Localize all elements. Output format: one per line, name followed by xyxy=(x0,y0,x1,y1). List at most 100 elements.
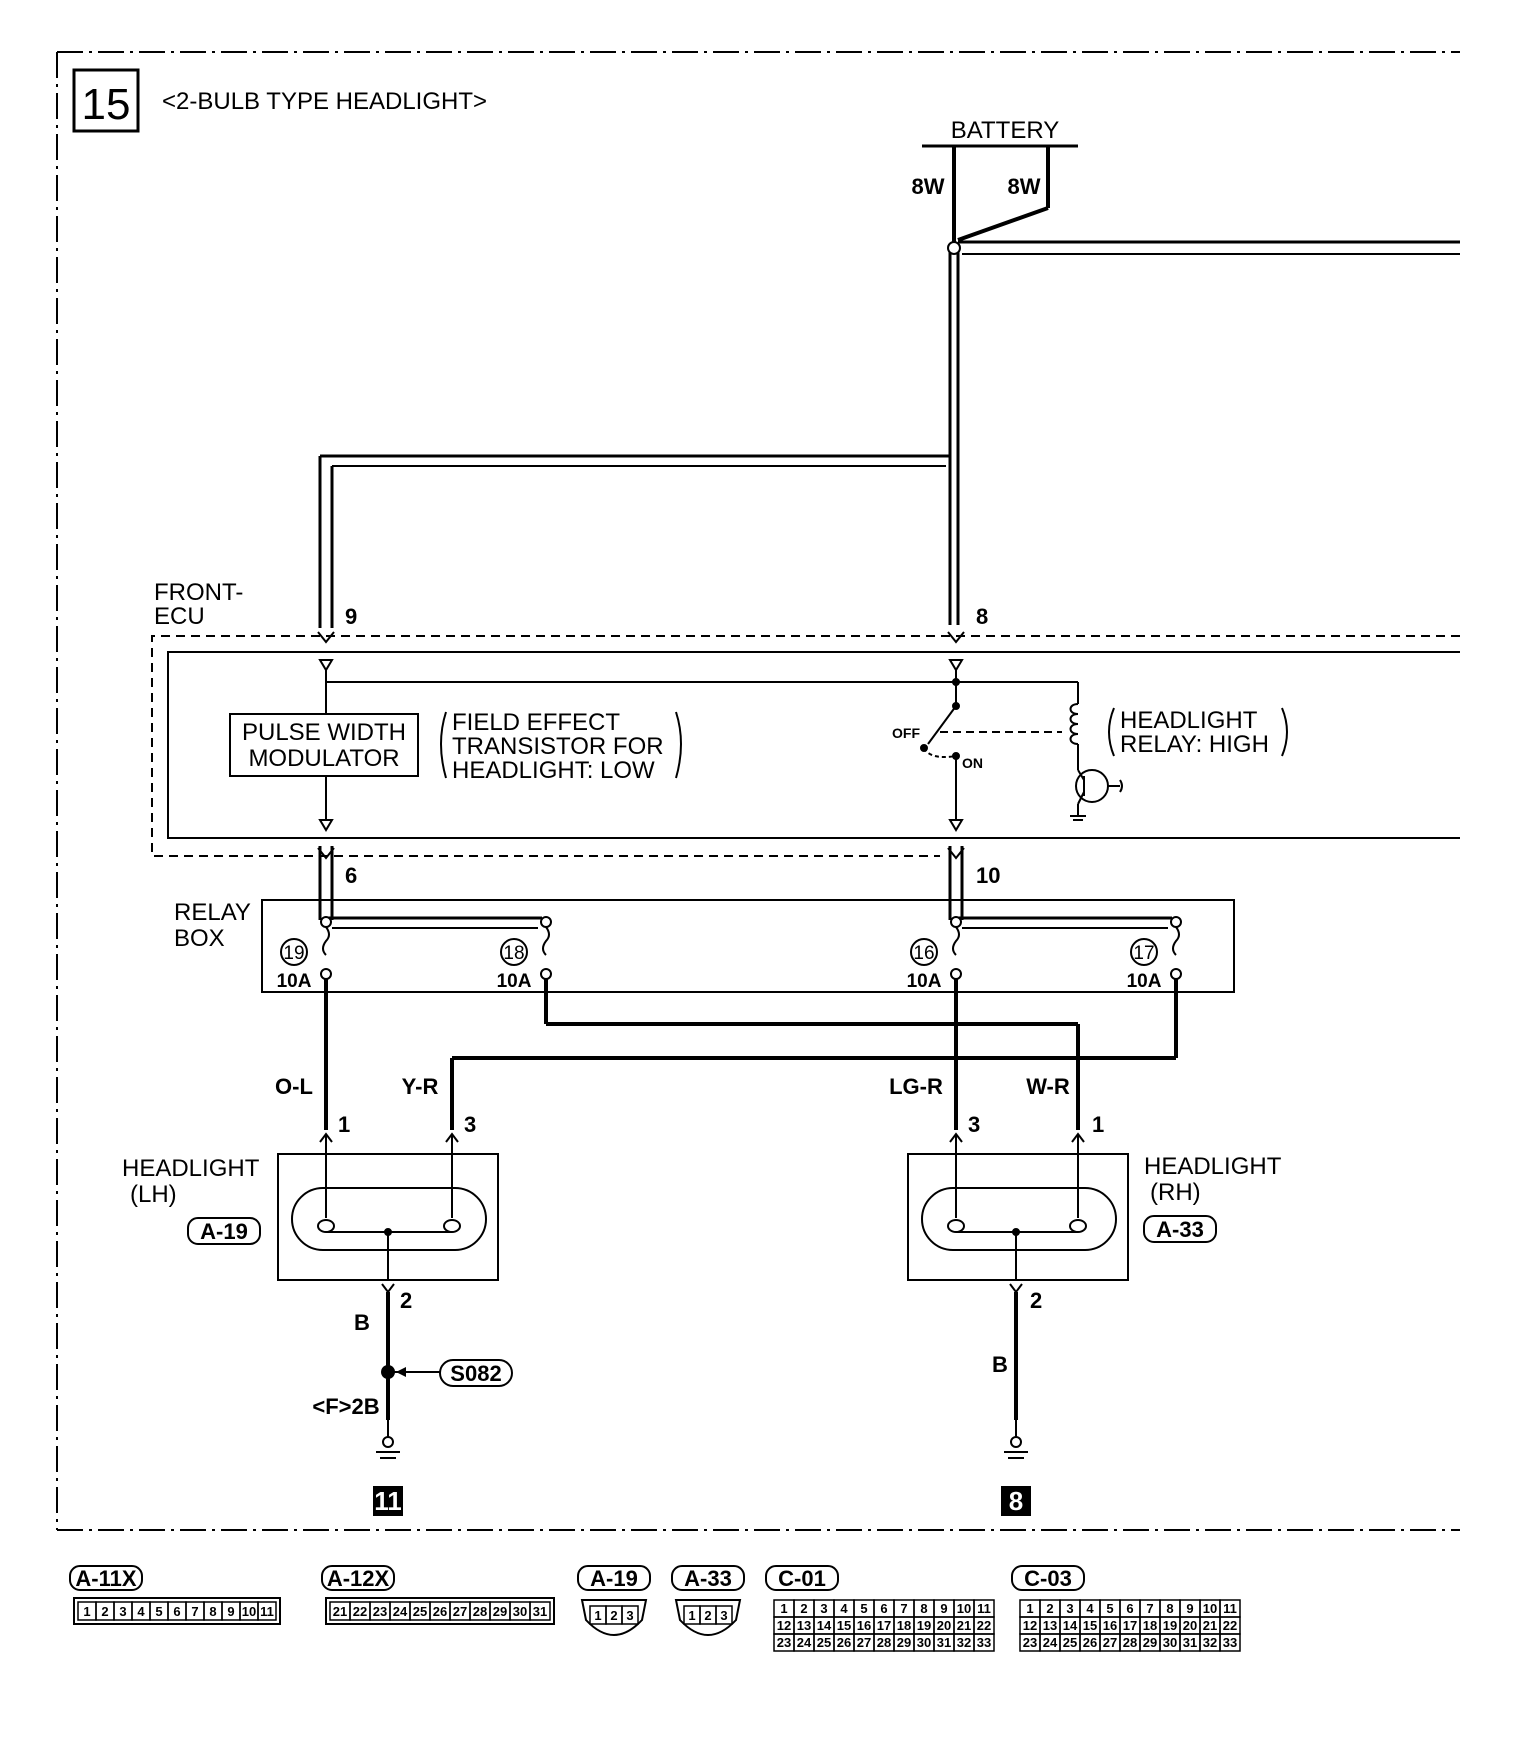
headlight-rh: HEADLIGHT (RH) A-33 B 3 1 2 xyxy=(907,1112,1282,1516)
connector-outline xyxy=(580,1599,648,1636)
pin-number: 28 xyxy=(473,1604,487,1619)
pin-number: 27 xyxy=(1103,1635,1117,1650)
pin-number: 24 xyxy=(1043,1635,1058,1650)
pin-number: 31 xyxy=(1183,1635,1197,1650)
pin-number: 4 xyxy=(1086,1601,1094,1616)
pin-number: 1 xyxy=(83,1604,90,1619)
pin-number: 9 xyxy=(940,1601,947,1616)
pin-number: 7 xyxy=(191,1604,198,1619)
ecu-to-relay-wires xyxy=(318,846,964,920)
battery-label: BATTERY xyxy=(951,117,1059,144)
fet-label-1: FIELD EFFECT xyxy=(452,709,620,736)
battery: BATTERY 8W 8W xyxy=(912,117,1078,199)
pin-number: 1 xyxy=(688,1608,695,1623)
pin-number: 11 xyxy=(260,1604,274,1619)
pin-number: 24 xyxy=(797,1635,812,1650)
headlight-rh-pin-1: 1 xyxy=(1092,1112,1104,1137)
pin-cell xyxy=(1219,1633,1241,1652)
pin-number: 5 xyxy=(155,1604,162,1619)
pin-number: 21 xyxy=(1203,1618,1217,1633)
splice-label: S082 xyxy=(450,1361,501,1386)
ground-symbol-rh xyxy=(1004,1420,1028,1459)
relay-box: RELAY BOX 19 18 xyxy=(174,899,1235,993)
pin-number: 2 xyxy=(610,1608,617,1623)
pin-number: 28 xyxy=(877,1635,891,1650)
pin-number: 27 xyxy=(857,1635,871,1650)
connector-a33-label: A-33 xyxy=(684,1566,732,1591)
relay-box-label-1: RELAY xyxy=(174,899,251,926)
pin-number: 26 xyxy=(433,1604,447,1619)
pin-number: 18 xyxy=(897,1618,911,1633)
page-number: 15 xyxy=(82,80,131,129)
pin-number: 3 xyxy=(1066,1601,1073,1616)
fuse-16-number: 16 xyxy=(913,943,934,964)
headlight-rh-label-1: HEADLIGHT xyxy=(1144,1153,1282,1180)
connector-outline xyxy=(325,1597,555,1625)
pin-number: 2 xyxy=(800,1601,807,1616)
pin-number: 6 xyxy=(880,1601,887,1616)
pin-number: 28 xyxy=(1123,1635,1137,1650)
relay-to-headlight-wires xyxy=(324,979,1178,1130)
fet-label-3: HEADLIGHT: LOW xyxy=(452,757,655,784)
pin-cell xyxy=(257,1601,277,1621)
front-ecu-label-2: ECU xyxy=(154,603,205,630)
pin-number: 10 xyxy=(957,1601,971,1616)
pin-number: 30 xyxy=(917,1635,931,1650)
relay-high-label-2: RELAY: HIGH xyxy=(1120,731,1269,758)
pin-number: 32 xyxy=(1203,1635,1217,1650)
pin-number: 15 xyxy=(1083,1618,1097,1633)
pin-number: 8 xyxy=(1166,1601,1173,1616)
fuse-19-number: 19 xyxy=(283,943,304,964)
ground-ref-label: <F>2B xyxy=(312,1394,379,1419)
pin-number: 13 xyxy=(797,1618,811,1633)
wire-ol-label: O-L xyxy=(275,1074,313,1099)
pin-number: 27 xyxy=(453,1604,467,1619)
pin-number: 4 xyxy=(840,1601,848,1616)
headlight-lh-label-1: HEADLIGHT xyxy=(122,1155,260,1182)
fuse-17-rating: 10A xyxy=(1127,971,1162,992)
ecu-pin-10: 10 xyxy=(976,863,1000,888)
pwm-label-1: PULSE WIDTH xyxy=(242,719,406,746)
pin-number: 16 xyxy=(857,1618,871,1633)
pin-number: 23 xyxy=(1023,1635,1037,1650)
pin-number: 24 xyxy=(393,1604,408,1619)
pin-number: 11 xyxy=(977,1601,991,1616)
pin-number: 26 xyxy=(1083,1635,1097,1650)
connector-a11x-label: A-11X xyxy=(75,1566,136,1591)
pin-number: 5 xyxy=(1106,1601,1113,1616)
pin-number: 33 xyxy=(1223,1635,1237,1650)
pin-number: 17 xyxy=(877,1618,891,1633)
pin-number: 20 xyxy=(937,1618,951,1633)
pin-cell xyxy=(529,1601,551,1621)
fuse-16-rating: 10A xyxy=(907,971,942,992)
headlight-lh-pin-2: 2 xyxy=(400,1288,412,1313)
pin-number: 1 xyxy=(1026,1601,1033,1616)
headlight-rh-pin-2: 2 xyxy=(1030,1288,1042,1313)
pin-number: 33 xyxy=(977,1635,991,1650)
connector-outline xyxy=(674,1599,742,1636)
pin-number: 3 xyxy=(626,1608,633,1623)
pin-number: 3 xyxy=(119,1604,126,1619)
ground-symbol-lh xyxy=(376,1420,400,1459)
pin-number: 21 xyxy=(333,1604,347,1619)
headlight-lh-connector: A-19 xyxy=(200,1219,248,1244)
fuse-17-number: 17 xyxy=(1133,943,1154,964)
fuse-18-number: 18 xyxy=(503,943,524,964)
headlight-rh-ground-wire: B xyxy=(992,1352,1008,1377)
pin-number: 8 xyxy=(920,1601,927,1616)
pin-number: 22 xyxy=(977,1618,991,1633)
pin-number: 4 xyxy=(137,1604,145,1619)
pin-number: 29 xyxy=(897,1635,911,1650)
pin-number: 21 xyxy=(957,1618,971,1633)
headlight-lh-pin-3: 3 xyxy=(464,1112,476,1137)
headlight-rh-pin-3: 3 xyxy=(968,1112,980,1137)
connector-outline xyxy=(73,1597,281,1625)
pin-number: 13 xyxy=(1043,1618,1057,1633)
connector-c03-label: C-03 xyxy=(1024,1566,1072,1591)
